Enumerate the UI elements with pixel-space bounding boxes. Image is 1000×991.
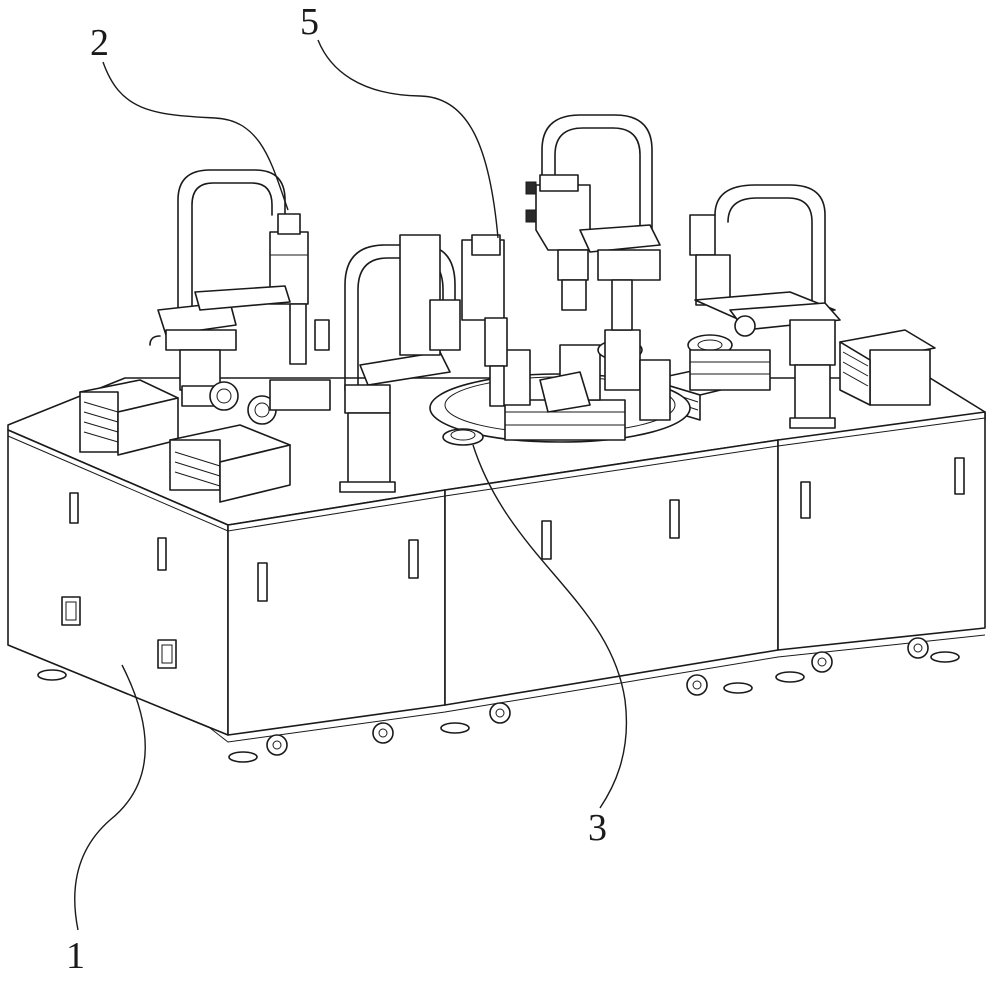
leader-lines [74,39,628,931]
central-turntable [429,329,733,446]
middle-left-robot-arm [339,234,508,493]
callout-2: 2 [90,22,109,64]
callout-3: 3 [588,807,607,849]
callout-5: 5 [300,1,319,43]
callout-1: 1 [66,935,85,977]
right-robot-arm [689,184,841,429]
cabinet-handles [69,457,965,602]
left-tray-stack [79,379,291,503]
top-center-robot-arm [525,114,661,331]
vent-windows [61,596,177,669]
feet-and-casters [37,637,960,763]
left-robot-arm [149,169,331,425]
